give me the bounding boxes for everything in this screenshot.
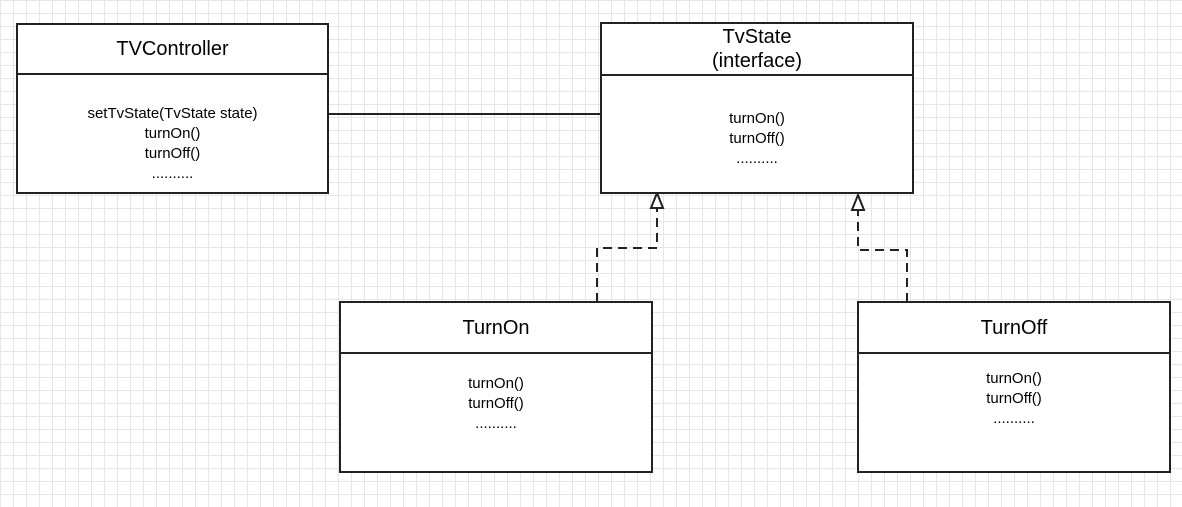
turnoff-class[interactable]: TurnOff turnOn() turnOff() .......... — [857, 301, 1171, 473]
tvcontroller-class[interactable]: TVController setTvState(TvState state) t… — [16, 23, 329, 194]
tvstate-stereotype: (interface) — [711, 50, 803, 72]
tvstate-interface[interactable]: TvState (interface) turnOn() turnOff() .… — [600, 22, 914, 194]
method: turnOn() — [986, 370, 1042, 387]
turnon-methods: turnOn() turnOff() .......... — [341, 354, 651, 434]
turnoff-name: TurnOff — [980, 316, 1048, 339]
method: turnOn() — [729, 110, 785, 127]
realization-line-turnoff — [857, 210, 908, 302]
tvstate-name-compartment: TvState (interface) — [602, 24, 912, 76]
method: turnOn() — [144, 125, 201, 142]
method-ellipsis: .......... — [151, 165, 194, 182]
turnon-name-compartment: TurnOn — [341, 303, 651, 354]
method: turnOn() — [468, 375, 524, 392]
tvcontroller-methods: setTvState(TvState state) turnOn() turnO… — [18, 75, 327, 184]
method-ellipsis: .......... — [475, 415, 517, 432]
method-ellipsis: .......... — [736, 150, 778, 167]
turnon-class[interactable]: TurnOn turnOn() turnOff() .......... — [339, 301, 653, 473]
tvcontroller-name: TVController — [116, 38, 229, 60]
tvstate-name: TvState — [722, 26, 792, 48]
method: turnOff() — [729, 130, 785, 147]
method: setTvState(TvState state) — [87, 105, 258, 122]
method: turnOff() — [144, 145, 201, 162]
method: turnOff() — [468, 395, 524, 412]
method: turnOff() — [986, 390, 1042, 407]
realization-arrowhead-turnon — [649, 190, 665, 209]
tvstate-methods: turnOn() turnOff() .......... — [602, 76, 912, 169]
turnoff-methods: turnOn() turnOff() .......... — [859, 354, 1169, 429]
realization-arrowhead-turnoff — [850, 192, 866, 211]
turnon-name: TurnOn — [462, 316, 530, 339]
turnoff-name-compartment: TurnOff — [859, 303, 1169, 354]
method-ellipsis: .......... — [993, 410, 1035, 427]
realization-line-turnon — [596, 208, 658, 302]
tvcontroller-name-compartment: TVController — [18, 25, 327, 75]
